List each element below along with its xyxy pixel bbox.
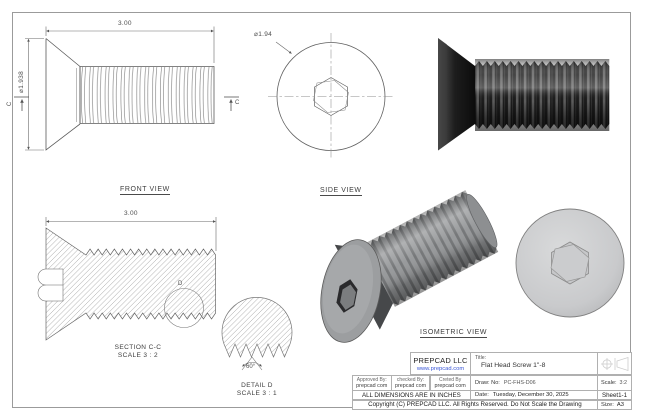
company-name: PREPCAD LLC (413, 355, 468, 365)
checked-by-cell: checked By: prepcad com (390, 374, 431, 391)
approved-by-value: prepcad com (356, 382, 388, 389)
third-angle-projection-icon (600, 356, 628, 371)
size-cell: Size: A3 (597, 399, 632, 411)
scale-label: Scale: (601, 379, 617, 386)
render-head-disc (515, 208, 625, 318)
render-isometric-screw (320, 190, 499, 343)
copyright-cell: Copyright (C) PREPCAD LLC. All Rights Re… (352, 399, 598, 411)
front-view-drawing (14, 26, 239, 151)
sheet-border (12, 12, 631, 408)
scale-value: 3:2 (619, 379, 628, 386)
date-value: Tuesday, December 30, 2025 (492, 392, 569, 399)
title-cell: Title: Flat Head Screw 1"-8 (470, 352, 598, 375)
created-by-cell: Creted By prepcad com (429, 374, 471, 391)
side-diameter-dim: ⌀1.94 (254, 31, 273, 38)
detail-scale-label: SCALE 3 : 1 (236, 390, 278, 397)
front-section-letter-left: C (7, 101, 14, 107)
title-label: Title: (475, 355, 487, 361)
section-view-label: SECTION C-C (114, 344, 162, 351)
copyright-note: Copyright (C) PREPCAD LLC. All Rights Re… (368, 401, 582, 409)
section-scale-label: SCALE 3 : 2 (117, 352, 159, 359)
approved-by-label: Approved By: (356, 376, 387, 383)
size-value: A3 (616, 401, 624, 408)
drawing-number-cell: Draw: No: PC-FHS-D06 (470, 374, 598, 391)
section-view-drawing (37, 217, 217, 341)
isometric-view-label: ISOMETRIC VIEW (420, 329, 488, 338)
front-section-letter-right: C (235, 100, 240, 106)
detail-angle-dim: 60° (246, 364, 256, 370)
detail-view-label: DETAIL D (241, 382, 273, 389)
projection-symbol-cell (597, 352, 632, 375)
units-note: ALL DIMENSIONS ARE IN INCHES (361, 391, 461, 399)
front-view-label: FRONT VIEW (120, 186, 170, 195)
side-view-drawing (268, 33, 394, 160)
drawing-number-value: PC-FHS-D06 (503, 379, 536, 386)
front-length-dim: 3.00 (118, 20, 132, 27)
section-detail-letter: D (178, 281, 183, 287)
date-label: Date: (475, 392, 489, 399)
drawing-number-label: Draw: No: (475, 379, 500, 386)
detail-view-drawing (221, 296, 293, 371)
checked-by-value: prepcad com (394, 382, 427, 389)
side-view-label: SIDE VIEW (320, 187, 362, 196)
size-label: Size: (601, 401, 614, 408)
render-dark-screw (438, 38, 610, 151)
created-by-label: Creted By (439, 376, 462, 383)
drawing-title: Flat Head Screw 1"-8 (481, 362, 546, 369)
created-by-value: prepcad com (434, 382, 466, 389)
company-website-link[interactable]: www.prepcad.com (416, 365, 465, 372)
company-cell: PREPCAD LLC www.prepcad.com (410, 352, 471, 375)
section-length-dim: 3.00 (124, 210, 138, 217)
approved-by-cell: Approved By: prepcad com (352, 374, 392, 391)
sheet-number: Sheet1-1 (601, 391, 628, 399)
front-diameter-dim: ⌀1.938 (18, 71, 25, 93)
checked-by-label: checked By: (396, 376, 425, 383)
scale-cell: Scale: 3:2 (597, 374, 632, 391)
